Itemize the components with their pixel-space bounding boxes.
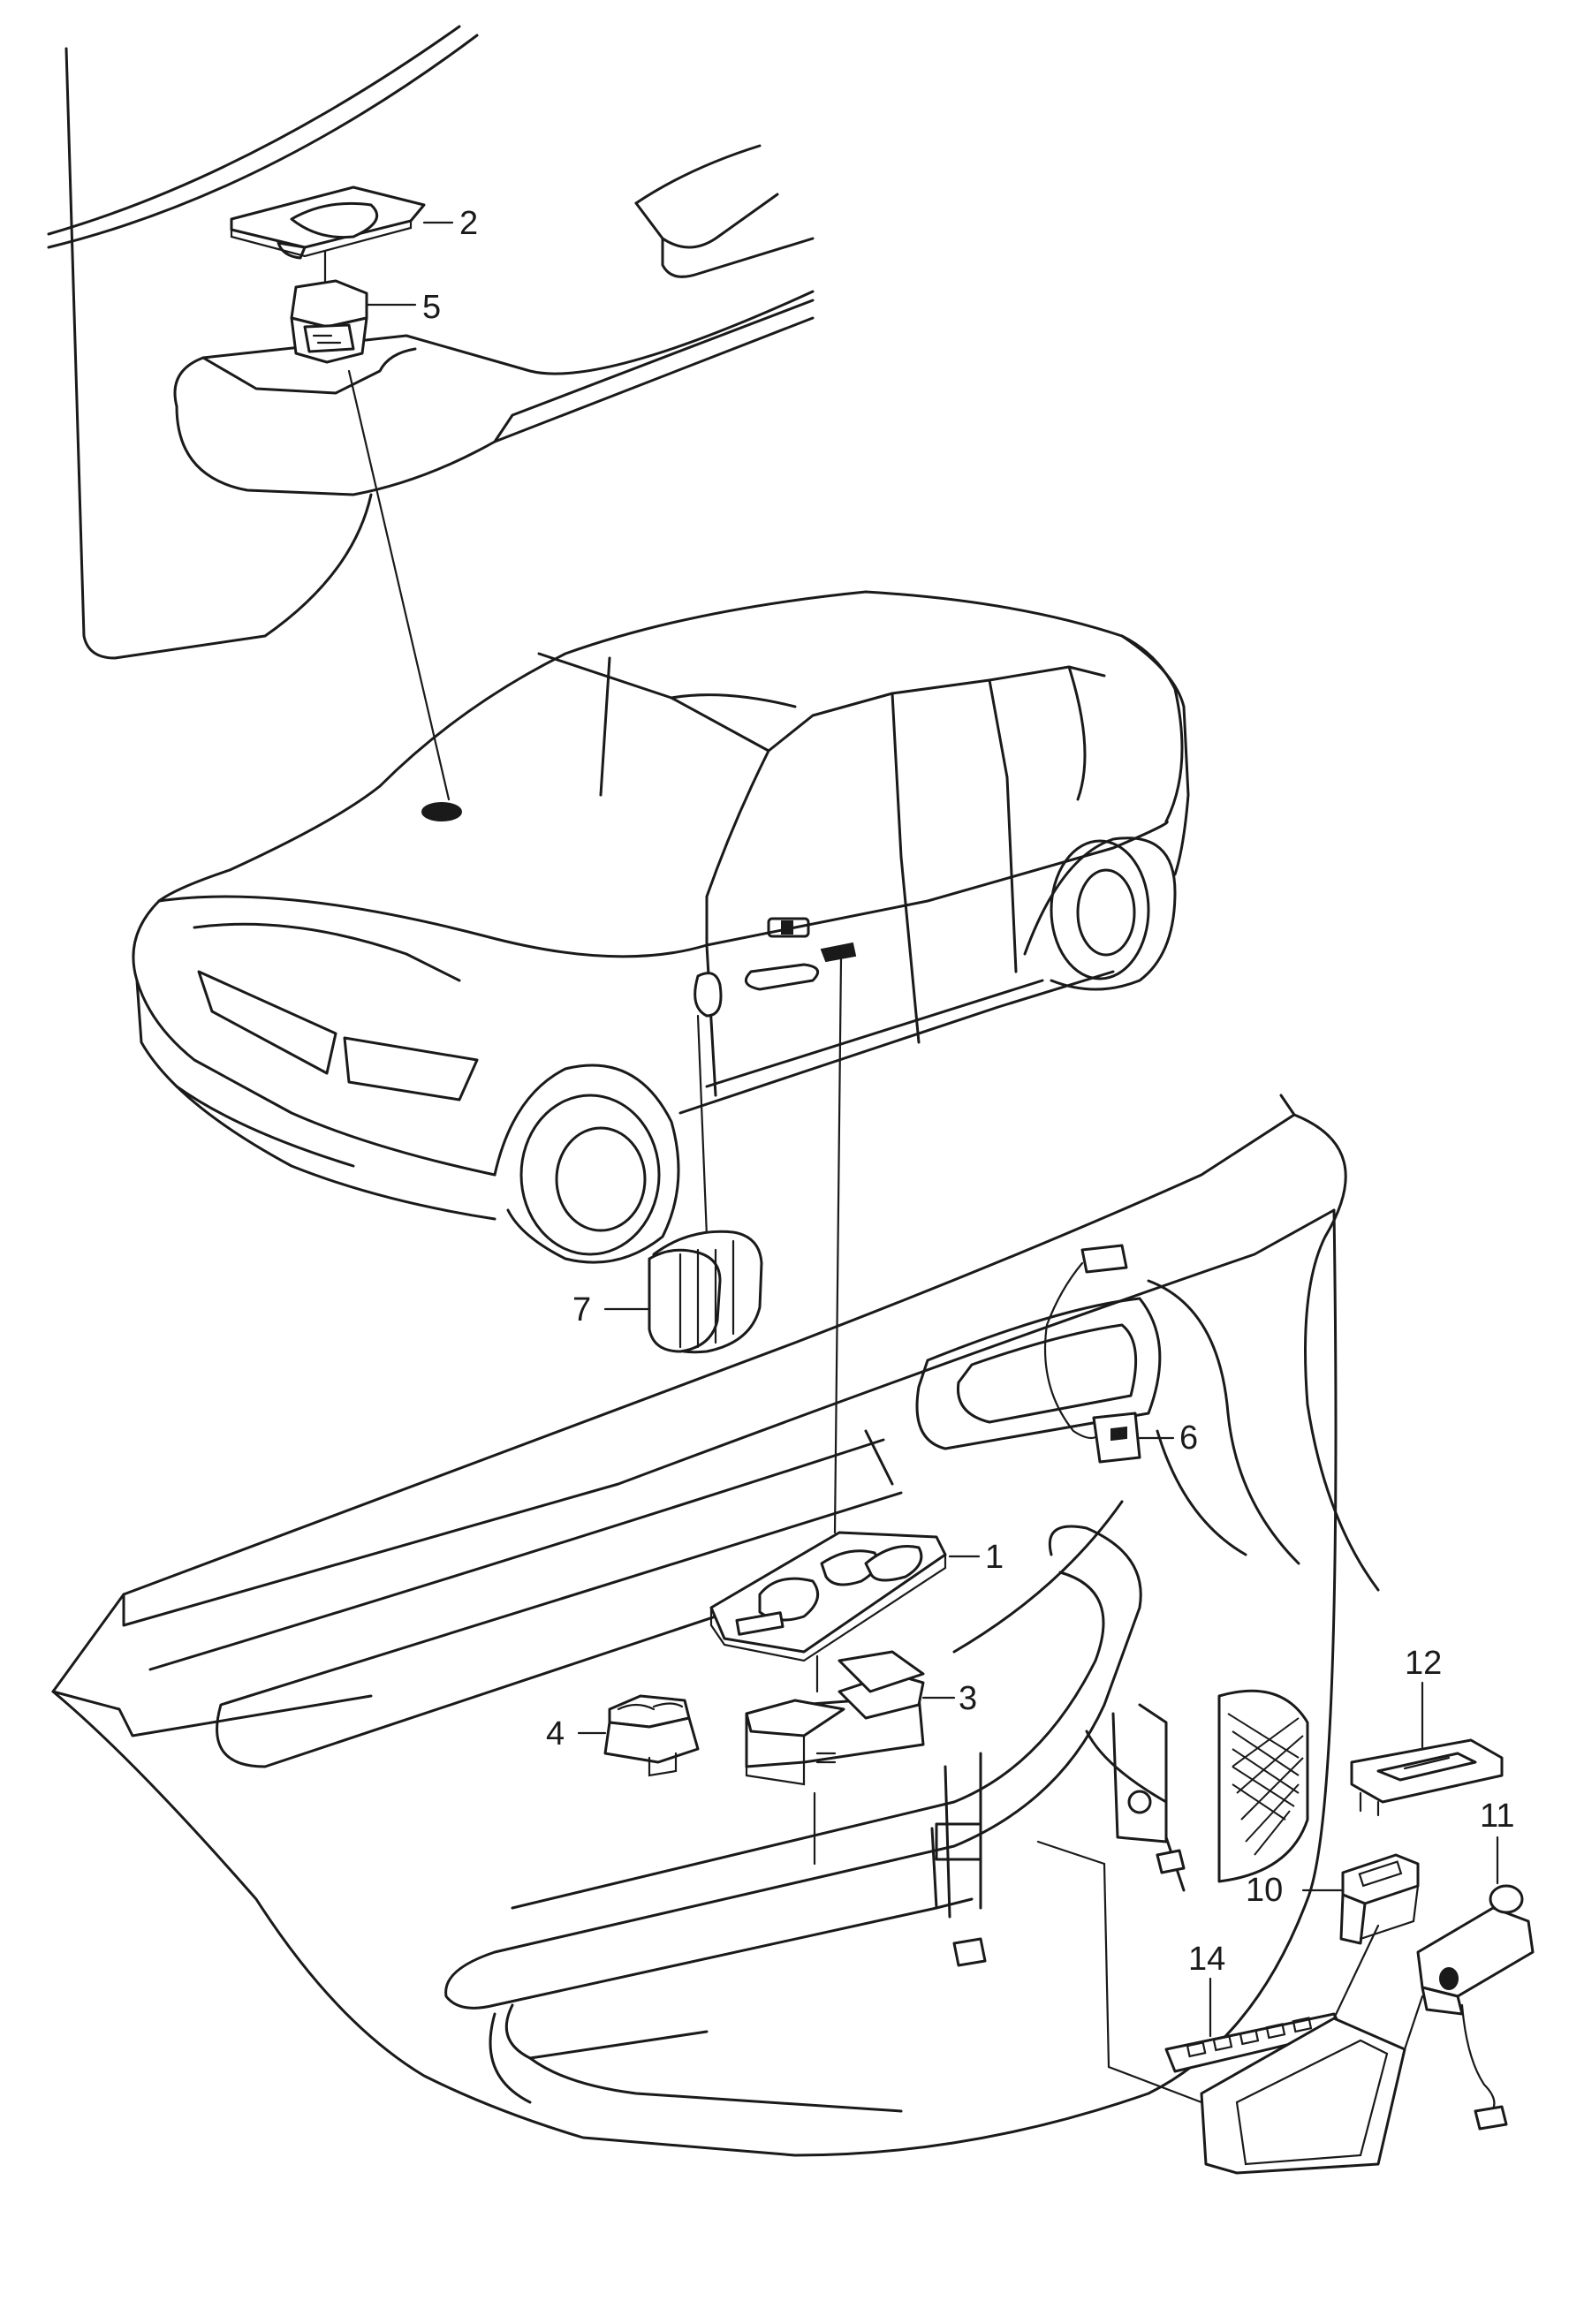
part-4-switch	[603, 1694, 700, 1777]
callout-11: 11	[1480, 1798, 1514, 1835]
car-illustration	[132, 590, 1190, 1264]
callout-2: 2	[459, 205, 478, 242]
part-7-grille	[648, 1230, 763, 1354]
part-11-actuator	[1416, 1884, 1535, 2131]
part-5-switch	[290, 279, 368, 364]
callout-5: 5	[422, 289, 441, 326]
callout-14: 14	[1188, 1941, 1225, 1978]
part-3-switch-block	[745, 1650, 925, 1786]
part-2-switch-trim	[230, 185, 426, 260]
callout-6: 6	[1179, 1419, 1198, 1457]
storage-bin	[1200, 1924, 1424, 2175]
part-10-switch	[1339, 1853, 1420, 1945]
console-inset	[47, 25, 815, 660]
part-1-switch-panel	[709, 1531, 947, 1662]
callout-4: 4	[546, 1715, 565, 1752]
part-12-module	[1350, 1738, 1504, 1817]
callout-1: 1	[985, 1539, 1004, 1576]
door-trim-panel	[51, 1094, 1380, 2157]
callout-7: 7	[572, 1291, 591, 1329]
callout-10: 10	[1246, 1872, 1283, 1909]
callout-3: 3	[959, 1680, 977, 1717]
callout-12: 12	[1405, 1645, 1442, 1682]
part-6-socket	[1043, 1244, 1141, 1464]
